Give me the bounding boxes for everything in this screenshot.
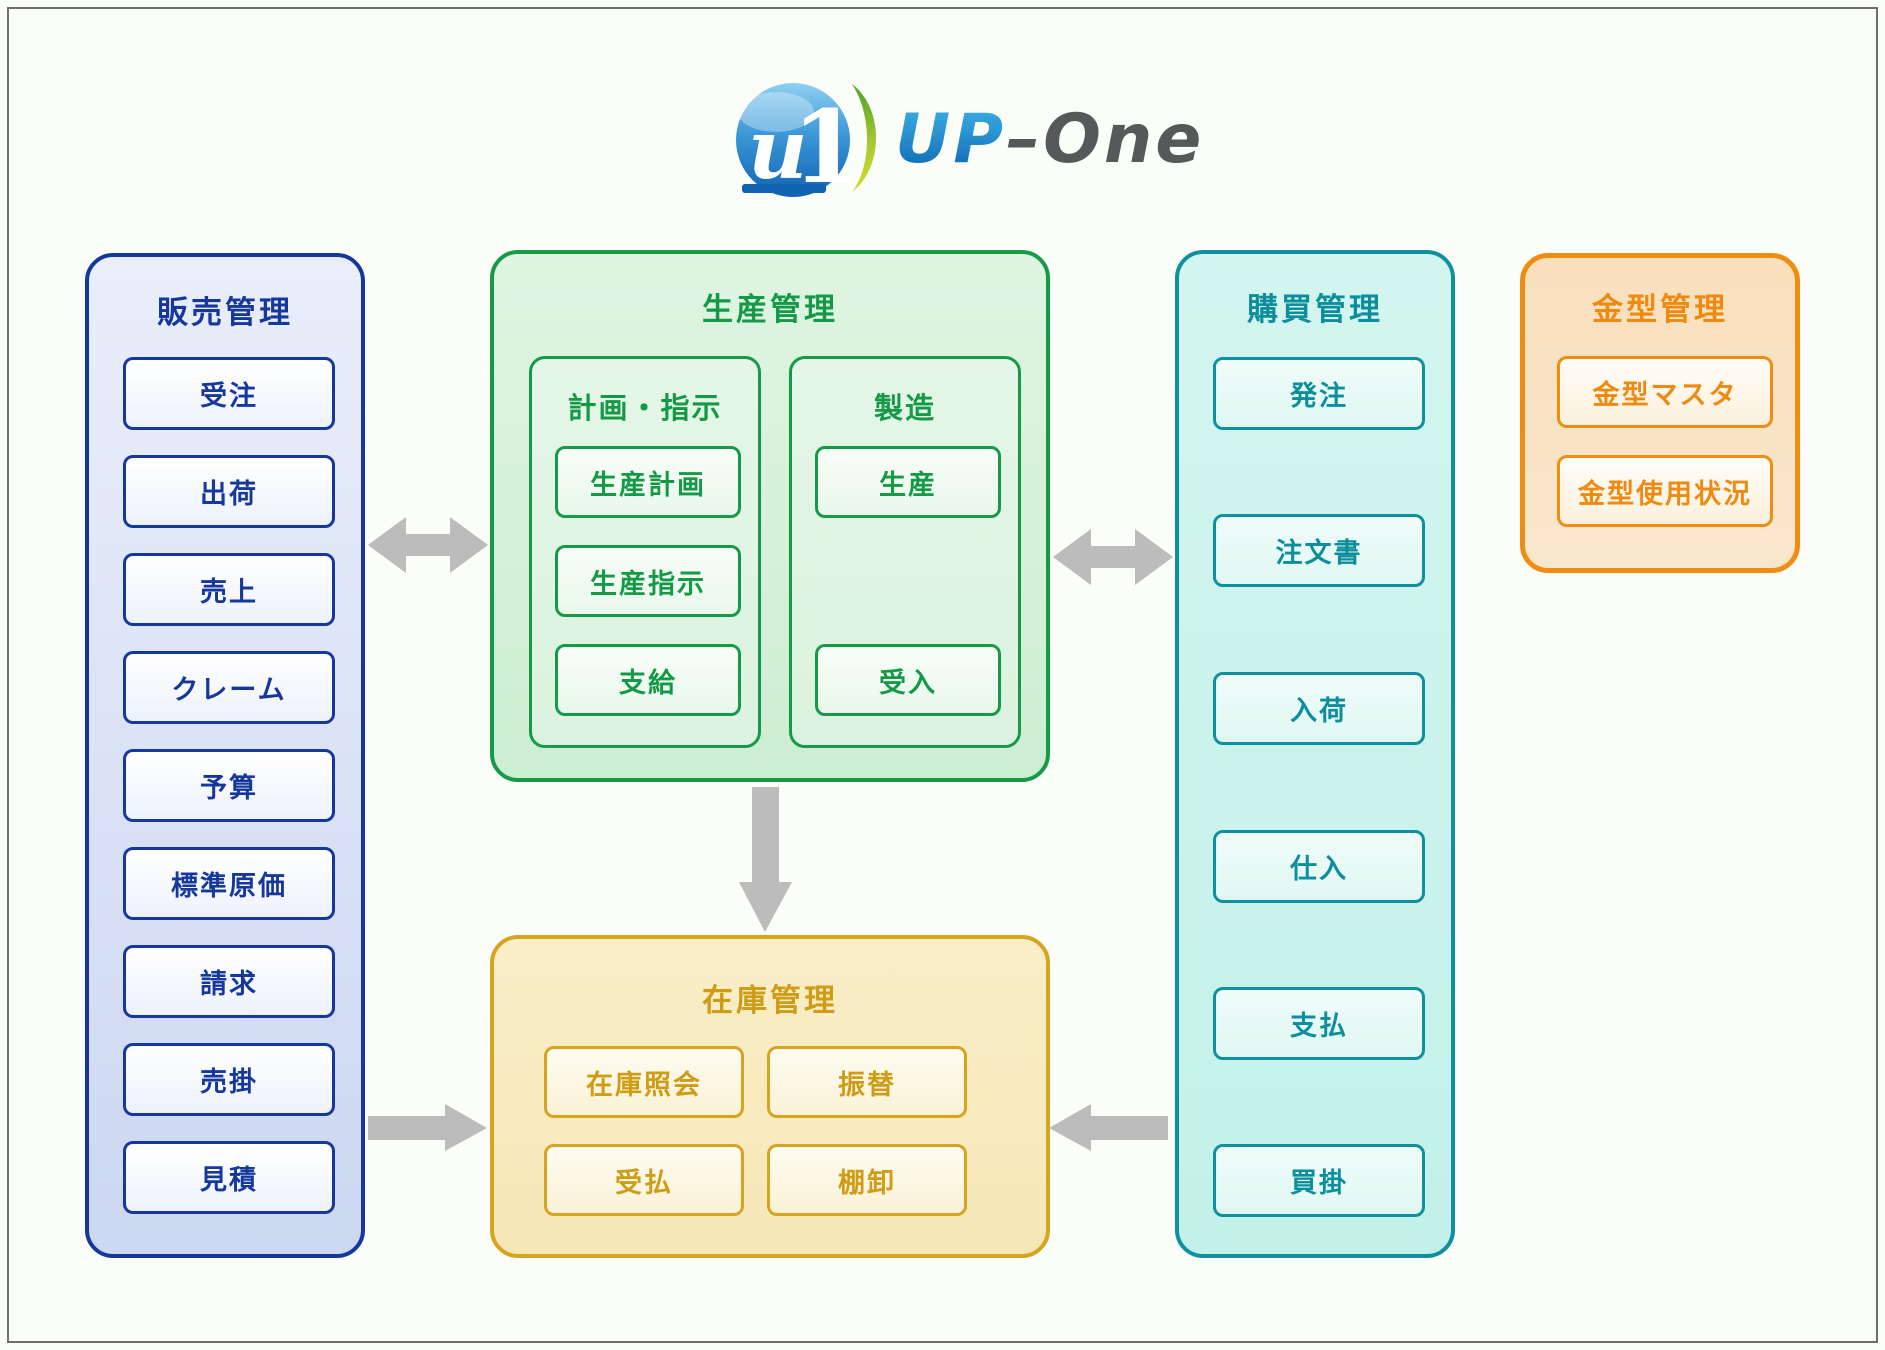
module-production: 生産管理 計画・指示 生産計画 生産指示 支給 製造 生産 受入 <box>490 250 1050 782</box>
arrow-sales-production <box>368 517 488 573</box>
sales-item-7[interactable]: 売掛 <box>123 1043 335 1116</box>
production-planning-item-2[interactable]: 支給 <box>555 644 741 716</box>
svg-text:UP–One: UP–One <box>895 100 1204 179</box>
logo-text-one: –One <box>1006 100 1204 179</box>
module-inventory: 在庫管理 在庫照会 振替 受払 棚卸 <box>490 935 1050 1258</box>
logo-text-up: UP <box>895 100 1006 179</box>
arrow-production-inventory <box>739 787 792 932</box>
purchasing-item-1[interactable]: 注文書 <box>1213 514 1425 587</box>
purchasing-item-3[interactable]: 仕入 <box>1213 830 1425 903</box>
logo-sphere-icon: u 1 <box>736 83 877 206</box>
mold-item-0[interactable]: 金型マスタ <box>1557 356 1773 428</box>
module-inventory-title: 在庫管理 <box>702 983 838 1019</box>
inventory-item-2[interactable]: 受払 <box>544 1144 744 1216</box>
arrow-production-purchasing <box>1053 529 1173 585</box>
sales-item-1[interactable]: 出荷 <box>123 455 335 528</box>
sales-item-8[interactable]: 見積 <box>123 1141 335 1214</box>
arrow-sales-inventory <box>368 1104 487 1151</box>
purchasing-item-2[interactable]: 入荷 <box>1213 672 1425 745</box>
sales-item-3[interactable]: クレーム <box>123 651 335 724</box>
sales-item-6[interactable]: 請求 <box>123 945 335 1018</box>
production-group-manufacturing: 製造 生産 受入 <box>789 356 1021 748</box>
logo-crescent-icon <box>852 84 877 192</box>
inventory-item-1[interactable]: 振替 <box>767 1046 967 1118</box>
module-mold-title: 金型管理 <box>1592 292 1728 328</box>
mold-item-1[interactable]: 金型使用状況 <box>1557 455 1773 527</box>
production-group-manufacturing-title: 製造 <box>873 391 936 425</box>
production-planning-item-1[interactable]: 生産指示 <box>555 545 741 617</box>
sales-item-4[interactable]: 予算 <box>123 749 335 822</box>
logo-mark-u: u <box>748 102 808 198</box>
purchasing-item-5[interactable]: 買掛 <box>1213 1144 1425 1217</box>
production-group-planning-title: 計画・指示 <box>567 391 723 425</box>
inventory-item-3[interactable]: 棚卸 <box>767 1144 967 1216</box>
module-purchasing-title: 購買管理 <box>1247 292 1383 328</box>
sales-item-5[interactable]: 標準原価 <box>123 847 335 920</box>
purchasing-item-0[interactable]: 発注 <box>1213 357 1425 430</box>
module-purchasing: 購買管理 発注 注文書 入荷 仕入 支払 買掛 <box>1175 250 1455 1258</box>
module-sales: 販売管理 受注 出荷 売上 クレーム 予算 標準原価 請求 売掛 見積 <box>85 253 365 1258</box>
module-mold: 金型管理 金型マスタ 金型使用状況 <box>1520 253 1800 573</box>
production-manufacturing-item-0[interactable]: 生産 <box>815 446 1001 518</box>
module-production-title: 生産管理 <box>702 292 838 328</box>
module-sales-title: 販売管理 <box>157 295 293 331</box>
arrow-purchasing-inventory <box>1049 1104 1168 1151</box>
up-one-logo: u 1 UP–One <box>736 83 1204 206</box>
production-group-planning: 計画・指示 生産計画 生産指示 支給 <box>529 356 761 748</box>
sales-item-2[interactable]: 売上 <box>123 553 335 626</box>
production-planning-item-0[interactable]: 生産計画 <box>555 446 741 518</box>
sales-item-0[interactable]: 受注 <box>123 357 335 430</box>
production-manufacturing-item-1[interactable]: 受入 <box>815 644 1001 716</box>
inventory-item-0[interactable]: 在庫照会 <box>544 1046 744 1118</box>
purchasing-item-4[interactable]: 支払 <box>1213 987 1425 1060</box>
